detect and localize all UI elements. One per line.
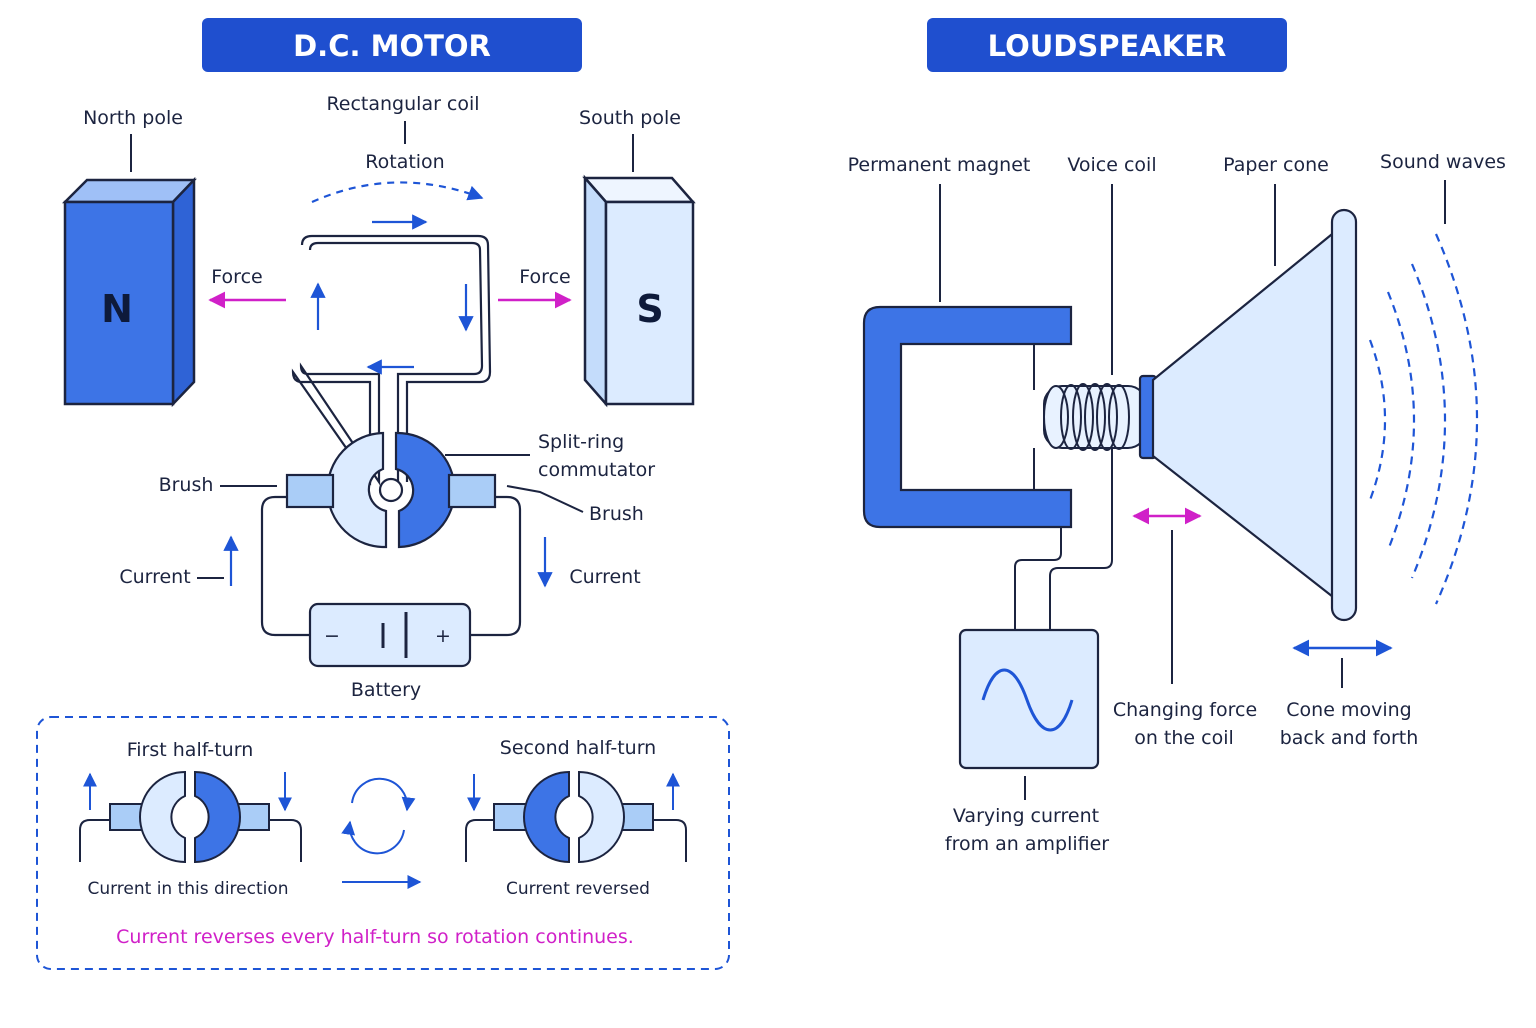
motor-title-banner [202, 18, 582, 72]
speaker-title: LOUDSPEAKER [988, 29, 1227, 63]
rotation-label: Rotation [365, 151, 444, 173]
cone-label: Paper cone [1223, 154, 1329, 176]
half-turn-inset: First half-turn Second half-turn Current… [36, 716, 730, 970]
south-magnet: S [582, 174, 696, 408]
second-half-turn-title: Second half-turn [500, 737, 656, 759]
brush-right-label: Brush [589, 503, 644, 525]
amplifier [958, 628, 1100, 770]
dc-motor-panel: D.C. MOTOR N North pole S South pole Rec… [36, 18, 730, 970]
north-magnet: N [61, 176, 197, 408]
battery-plus: + [435, 625, 451, 647]
magnet-label: Permanent magnet [848, 154, 1031, 176]
brush-left-label: Brush [159, 474, 214, 496]
north-pole-label: North pole [83, 107, 183, 129]
first-half-turn-caption: Current in this direction [87, 879, 288, 899]
cycle-arrow-icon [351, 777, 416, 812]
battery-minus: − [324, 625, 340, 647]
speaker-title-banner [927, 18, 1287, 72]
commutator-label-2: commutator [538, 459, 655, 481]
split-ring-commutator [326, 431, 456, 549]
battery-label: Battery [351, 679, 421, 701]
first-half-turn-commutator [79, 770, 302, 864]
rotation-arrow [311, 181, 484, 204]
loudspeaker-panel: LOUDSPEAKER Permanent magnet Voice coil … [848, 18, 1506, 855]
battery: − + [308, 602, 472, 668]
force-left-label: Force [211, 266, 262, 288]
motor-title: D.C. MOTOR [293, 29, 491, 63]
current-left-label: Current [119, 566, 190, 588]
current-label-1: Varying current [953, 805, 1099, 827]
waves-label: Sound waves [1380, 151, 1506, 173]
south-pole-label: South pole [579, 107, 681, 129]
cone-move-label-2: back and forth [1280, 727, 1419, 749]
force-label-1: Changing force [1113, 699, 1257, 721]
coil-label: Rectangular coil [326, 93, 479, 115]
brush-left [285, 473, 335, 509]
permanent-magnet [862, 305, 1073, 529]
south-letter: S [636, 287, 663, 331]
north-letter: N [101, 287, 133, 331]
current-label-2: from an amplifier [945, 833, 1109, 855]
force-label-2: on the coil [1134, 727, 1234, 749]
current-right-label: Current [569, 566, 640, 588]
commutator-label-1: Split-ring [538, 431, 624, 453]
first-half-turn-title: First half-turn [127, 739, 254, 761]
paper-cone [1138, 208, 1358, 622]
inset-note: Current reverses every half-turn so rota… [116, 926, 634, 948]
voice-coil-label: Voice coil [1067, 154, 1156, 176]
rectangular-coil [291, 234, 492, 486]
sound-waves [1368, 233, 1479, 605]
brush-right [447, 473, 497, 509]
second-half-turn-caption: Current reversed [506, 879, 650, 899]
cone-move-label-1: Cone moving [1286, 699, 1411, 721]
voice-coil [1043, 383, 1147, 451]
sine-wave-icon [981, 668, 1074, 732]
force-right-label: Force [519, 266, 570, 288]
second-half-turn-commutator [465, 770, 687, 864]
